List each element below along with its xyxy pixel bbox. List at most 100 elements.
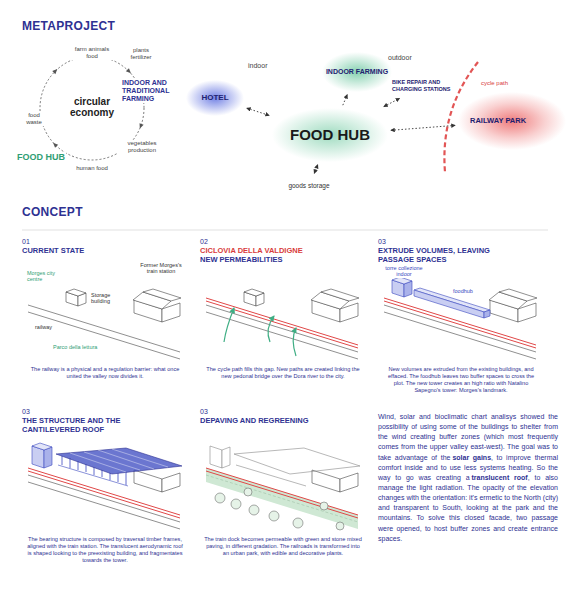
site-sketch [162,473,180,492]
body-text: , to also manage the light radiation. Th… [378,474,558,542]
node-text: BIKE REPAIR AND CHARGING STATIONS [392,79,456,91]
step-number: 02 [200,238,208,246]
site-sketch [249,505,259,515]
site-sketch [224,308,234,342]
sketch-label: foodhub [452,288,474,294]
site-sketch [244,488,252,496]
site-sketch [112,449,168,467]
site-sketch [336,522,344,530]
site-sketch [206,289,359,359]
sketch-label: Storage building [90,292,126,305]
site-sketch [143,289,181,301]
site-sketch [484,310,490,318]
site-sketch [70,453,126,472]
service-box: BIKE REPAIR AND CHARGING STATIONS [392,74,456,97]
site-sketch [414,288,490,312]
step-caption: The bearing structure is composed by tra… [26,536,184,564]
site-sketch [340,473,358,492]
flow-connector [343,95,347,105]
site-sketch [28,468,180,515]
site-sketch [28,443,182,529]
node-text: INDOOR FARMING [326,68,388,76]
site-sketch [126,472,127,485]
sketch-label: railway [34,324,53,330]
site-sketch [320,502,328,510]
site-sketch [269,511,279,521]
site-sketch [231,499,241,509]
zone-label: indoor [248,62,267,70]
site-sketch [215,493,225,503]
flow-connector [391,125,455,130]
site-sketch [134,470,162,492]
cycle-diagram [52,141,59,148]
section-heading: CONCEPT [22,206,83,220]
node-text: goods storage [288,182,329,189]
flow-connector [384,98,400,106]
site-sketch [236,465,306,486]
site-sketch [312,470,340,492]
cycle-diagram [126,68,133,75]
site-sketch [70,458,71,468]
site-sketch [321,289,359,301]
site-sketch [28,471,180,518]
text-panel: Wind, solar and bioclimatic chart analis… [378,412,558,544]
site-sketch [206,468,358,515]
node-text: RAILWAY PARK [470,117,526,125]
sketch-label: Parco della lettura [52,344,98,350]
site-sketch [66,289,86,296]
step-number: 03 [200,408,208,416]
site-sketch [244,289,264,296]
step-number: 03 [22,408,30,416]
step-title: EXTRUDE VOLUMES, LEAVING PASSAGE SPACES [378,247,518,264]
emphasis-text: solar gains [452,454,491,461]
sketch-label: Former Morges's train station [134,262,188,275]
site-sketch [32,443,52,450]
site-sketch [78,461,79,470]
flow-label: food waste [20,112,48,126]
section-heading: METAPROJECT [22,20,115,34]
step-title: CURRENT STATE [22,247,132,256]
site-sketch [102,470,103,477]
site-sketch [293,518,303,528]
cycle-center-label: circular economy [62,97,122,118]
site-sketch [268,316,274,342]
body-text: Wind, solar and bioclimatic chart analis… [378,413,558,461]
hotel-zone: HOTEL [186,80,244,116]
step-title: NEW PERMEABILITIES [200,256,360,265]
step-title: CICLOVIA DELLA VALDIGNE [200,247,360,256]
site-sketch [210,446,222,468]
section-rule [22,230,548,231]
site-sketch [28,289,181,359]
site-sketch [293,328,296,356]
step-caption: The train dock becomes permeable with gr… [204,536,362,557]
site-sketch [98,450,154,469]
site-sketch [206,301,358,348]
flow-connector [247,108,269,115]
site-sketch [86,464,87,472]
food-hub-zone: FOOD HUB [272,108,388,162]
sketch-label: torre collezione indoor [383,265,425,278]
emphasis-text: translucent roof [472,474,528,481]
park-zone: RAILWAY PARK [458,92,566,150]
site-sketch [62,456,63,465]
farming-zone: INDOOR FARMING [322,52,392,92]
flow-connector [314,165,317,173]
site-sketch [206,471,358,518]
site-sketch [384,277,537,359]
cycle-node-label: INDOOR AND TRADITIONAL FARMING [121,79,181,103]
cycle-node-label: FOOD HUB [16,152,66,162]
node-text: FOOD HUB [290,127,370,144]
flow-label: vegetables production [118,140,166,154]
site-sketch [44,447,52,468]
site-sketch [206,446,360,530]
site-sketch [118,473,119,482]
site-sketch [215,488,344,530]
step-number: 01 [22,238,30,246]
flow-label: plants fertilizer [124,47,158,61]
step-caption: New volumes are extruded from the existi… [382,366,540,394]
step-title: THE STRUCTURE AND THE CANTILEVERED ROOF [22,417,162,434]
route-label: cycle path [480,80,509,87]
